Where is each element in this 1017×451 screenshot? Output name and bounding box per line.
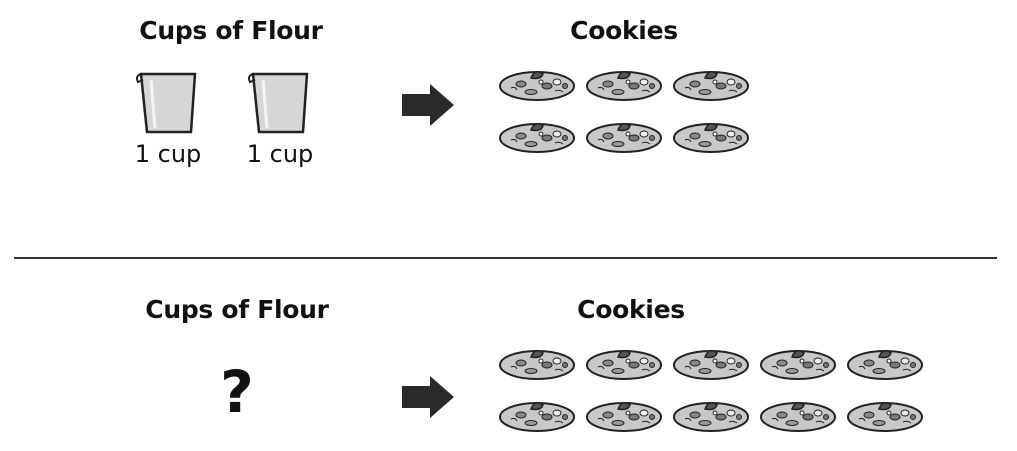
cookie-icon <box>673 402 749 432</box>
top-cookies-title: Cookies <box>570 16 678 45</box>
cookie-icon <box>586 402 662 432</box>
measuring-cup-icon <box>136 72 197 134</box>
cookie <box>584 343 664 385</box>
cookie-icon <box>760 402 836 432</box>
cookie-icon <box>586 350 662 380</box>
cookie <box>671 116 751 158</box>
cookie-icon <box>673 123 749 153</box>
cookie <box>845 395 925 437</box>
measuring-cup-icon <box>248 72 309 134</box>
cookie <box>671 64 751 106</box>
cup-label: 1 cup <box>246 140 314 168</box>
top-cup-1: 1 cup <box>123 70 213 168</box>
cookie-icon <box>847 402 923 432</box>
top-cookie-grid <box>497 64 757 164</box>
section-divider <box>14 257 997 259</box>
unknown-cups-question-mark: ? <box>220 358 254 426</box>
bottom-cookies-title: Cookies <box>577 295 685 324</box>
cookie <box>497 116 577 158</box>
top-flour-title: Cups of Flour <box>139 16 323 45</box>
cookie-icon <box>499 71 575 101</box>
cookie-icon <box>499 123 575 153</box>
top-cup-2: 1 cup <box>235 70 325 168</box>
right-arrow-icon <box>402 376 454 418</box>
bottom-cookie-grid <box>497 343 927 443</box>
cookie-icon <box>586 71 662 101</box>
cookie <box>497 343 577 385</box>
cookie <box>497 64 577 106</box>
right-arrow-icon <box>402 84 454 126</box>
cup-label: 1 cup <box>134 140 202 168</box>
cookie-icon <box>499 402 575 432</box>
cookie <box>758 343 838 385</box>
bottom-flour-title: Cups of Flour <box>145 295 329 324</box>
cookie-icon <box>673 71 749 101</box>
cookie <box>584 395 664 437</box>
cookie <box>497 395 577 437</box>
cookie-icon <box>673 350 749 380</box>
cookie <box>671 395 751 437</box>
cookie-icon <box>499 350 575 380</box>
cookie-icon <box>760 350 836 380</box>
cookie <box>845 343 925 385</box>
cookie <box>584 64 664 106</box>
cookie <box>671 343 751 385</box>
cookie-icon <box>847 350 923 380</box>
cookie <box>758 395 838 437</box>
cookie <box>584 116 664 158</box>
cookie-icon <box>586 123 662 153</box>
